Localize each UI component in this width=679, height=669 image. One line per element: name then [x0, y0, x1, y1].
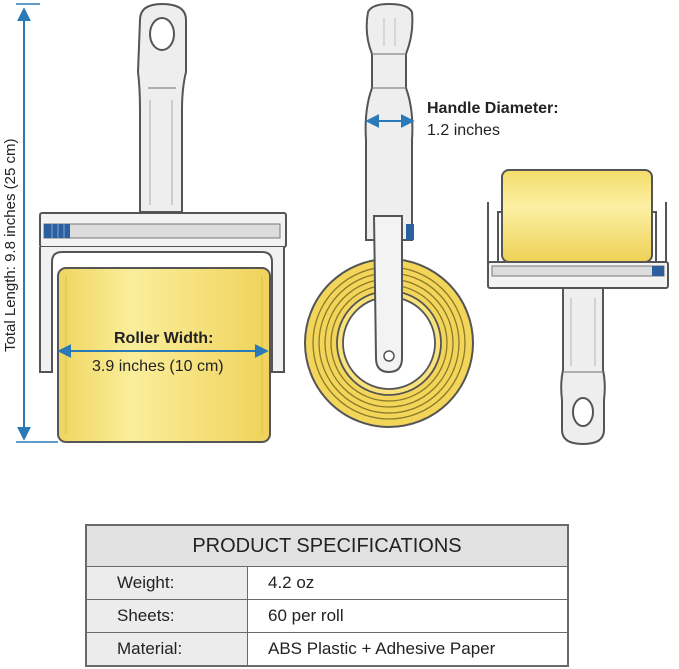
specs-title: PRODUCT SPECIFICATIONS — [85, 524, 569, 567]
spec-value-weight: 4.2 oz — [247, 566, 569, 600]
handle-diameter-title: Handle Diameter: — [427, 100, 559, 117]
table-row: Sheets: 60 per roll — [85, 599, 569, 633]
blue-clip-left — [44, 224, 70, 238]
back-view-roller — [487, 169, 669, 446]
hang-hole — [149, 17, 175, 51]
handle-diameter-value: 1.2 inches — [427, 122, 500, 139]
front-view-roller — [39, 2, 287, 443]
spec-key-material: Material: — [85, 632, 248, 667]
total-length-label: Total Length: 9.8 inches (25 cm) — [2, 138, 19, 352]
front-roller — [57, 267, 271, 443]
spec-key-weight: Weight: — [85, 566, 248, 600]
spec-value-material: ABS Plastic + Adhesive Paper — [247, 632, 569, 667]
roller-width-value: 3.9 inches (10 cm) — [92, 358, 224, 375]
roller-width-title: Roller Width: — [114, 330, 214, 347]
blue-clip-right — [652, 266, 664, 276]
side-arm — [372, 215, 403, 374]
table-row: Material: ABS Plastic + Adhesive Paper — [85, 632, 569, 667]
spec-value-sheets: 60 per roll — [247, 599, 569, 633]
table-row: Weight: 4.2 oz — [85, 566, 569, 600]
spec-key-sheets: Sheets: — [85, 599, 248, 633]
side-view-roller — [304, 2, 474, 428]
product-specifications-table: PRODUCT SPECIFICATIONS Weight: 4.2 oz Sh… — [85, 524, 569, 667]
back-handle — [560, 287, 606, 446]
back-roller — [501, 169, 653, 263]
